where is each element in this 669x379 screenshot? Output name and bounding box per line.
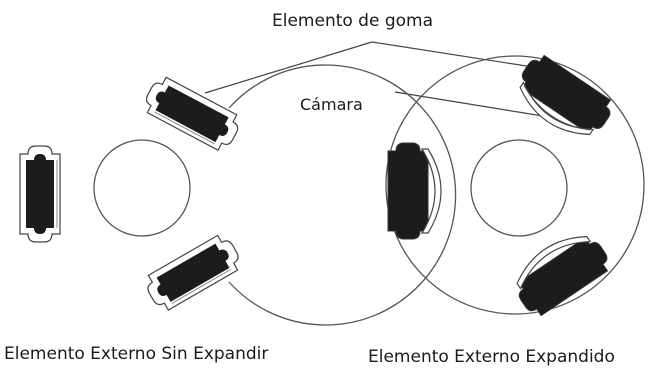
right-chamber-bottom [516, 235, 592, 290]
right-inner-hub [470, 139, 568, 237]
right-chamber-left [420, 148, 442, 234]
right-outer-housing [385, 55, 645, 315]
rubber-element-label: Elemento de goma [272, 11, 434, 31]
left-element-top [145, 76, 239, 152]
right-element-left [387, 142, 442, 240]
expanded-caption: Elemento Externo Expandido [368, 347, 615, 367]
left-assembly [19, 64, 457, 326]
right-assembly [385, 54, 645, 317]
left-element-bottom [147, 234, 239, 311]
leader-line-left [204, 41, 373, 94]
left-outer-housing [228, 64, 457, 326]
unexpanded-caption: Elemento Externo Sin Expandir [4, 344, 269, 364]
left-element-left [19, 145, 61, 243]
right-element-bottom [516, 235, 609, 317]
chamber-label: Cámara [300, 95, 363, 114]
right-element-top [519, 54, 612, 136]
left-inner-hub [93, 139, 191, 237]
